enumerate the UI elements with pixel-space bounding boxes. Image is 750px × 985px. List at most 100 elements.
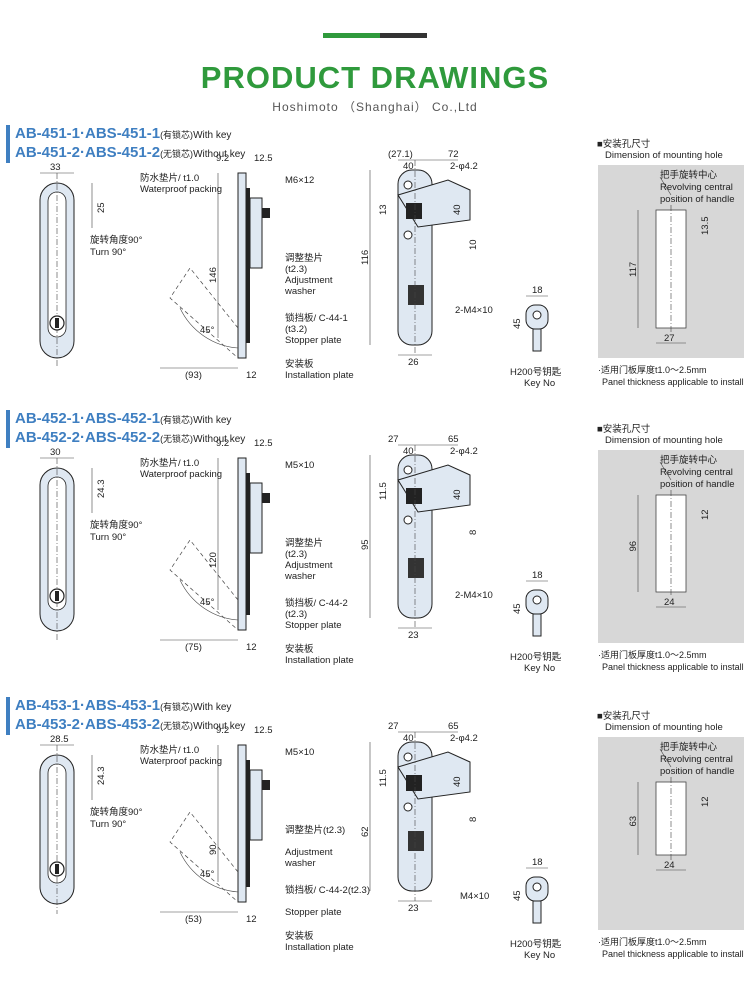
hole-offset-label: 11.5 [378, 482, 389, 500]
center-label-en1: Revolving central [660, 182, 733, 193]
without-key-cn: (无锁芯) [160, 149, 194, 159]
center-label-en1: Revolving central [660, 754, 733, 765]
key-height-label: 45 [512, 318, 523, 329]
with-key-en: With key [193, 702, 232, 713]
swing-arc [179, 579, 239, 621]
key-height-label: 45 [512, 890, 523, 901]
swing-arc [179, 307, 239, 349]
dim-40-label: 40 [403, 733, 414, 744]
top-dim-label: 25 [96, 202, 107, 213]
washer-label-en: washer [285, 571, 316, 582]
key-number-en: Key No [524, 663, 556, 674]
key-ring-hole [532, 595, 542, 605]
key-number-en: Key No [524, 378, 556, 389]
stopper-label: 锁挡板/ C-44-2 [285, 598, 348, 609]
key-number-cn: H200号钥匙 [510, 939, 562, 950]
dim-top1-label: (27.1) [388, 149, 413, 160]
width-dim-label: 28.5 [50, 734, 69, 745]
waterproof-label: 防水垫片/ t1.0 [140, 745, 200, 756]
key-ring-hole [532, 310, 542, 320]
model-code: AB-453-1·ABS-453-1 [15, 697, 161, 714]
with-key-en: With key [193, 130, 232, 141]
dim-top2-label: 65 [448, 434, 459, 445]
mounting-hole-title-en: Dimension of mounting hole [605, 150, 723, 161]
hole-width-label: 27 [664, 333, 675, 344]
total-height-label: 116 [360, 250, 371, 265]
dim-9-2-label: 9.2 [216, 153, 229, 164]
center-label-en2: position of handle [660, 479, 735, 490]
body-housing [249, 197, 263, 269]
hole-height-label: 96 [628, 541, 639, 552]
hole-offset-label: 13 [378, 204, 389, 215]
dim-top1-label: 27 [388, 434, 399, 445]
dim-9-2-label: 9.2 [216, 725, 229, 736]
model-header: AB-451-1·ABS-451-1(有锁芯)With key AB-451-2… [6, 125, 245, 163]
install-label-en: Installation plate [285, 370, 354, 381]
center-label-cn: 把手旋转中心 [660, 455, 718, 466]
front-view-drawing: 28.524.3 [39, 734, 107, 914]
screw-m4-label: 2-M4×10 [455, 590, 493, 601]
panel-note-cn: ·适用门板厚度t1.0～2.5mm [598, 365, 707, 375]
panel-note-en: Panel thickness applicable to install [602, 949, 744, 959]
dim-40-label: 40 [403, 446, 414, 457]
header-accent-bar [323, 33, 427, 38]
adjust-label: 调整垫片 [285, 253, 324, 264]
without-key-en: Without key [193, 721, 246, 732]
mount-hole [403, 515, 413, 525]
mount-hole [403, 230, 413, 240]
key-number-cn: H200号钥匙 [510, 652, 562, 663]
adjust-label: 调整垫片(t2.3) [285, 825, 346, 836]
depth-dim-label: (93) [185, 370, 202, 381]
stopper-label: 锁挡板/ C-44-1 [285, 313, 348, 324]
dim-12-5-label: 12.5 [254, 438, 273, 449]
open-position-outline [169, 539, 239, 631]
hole-offset-label: 13.5 [700, 217, 711, 236]
mount-hole [403, 180, 413, 190]
panel-plate [246, 188, 250, 343]
waterproof-label-en: Waterproof packing [140, 184, 223, 195]
center-label-cn: 把手旋转中心 [660, 170, 718, 181]
total-height-label: 95 [360, 539, 371, 550]
screw-label: M6×12 [285, 175, 315, 186]
body-housing [249, 769, 263, 841]
model-header: AB-453-1·ABS-453-1(有锁芯)With key AB-453-2… [6, 697, 245, 735]
maker-label-plate [408, 831, 424, 851]
stopper-label: 锁挡板/ C-44-2(t2.3) [285, 885, 370, 896]
center-label-en2: position of handle [660, 194, 735, 205]
center-label-cn: 把手旋转中心 [660, 742, 718, 753]
mounting-hole-title-en: Dimension of mounting hole [605, 722, 723, 733]
model-without-key: AB-453-2·ABS-453-2(无锁芯)Without key [15, 716, 245, 735]
screw-label: M5×10 [285, 460, 315, 471]
mount-hole [403, 752, 413, 762]
depth-dim-label: (75) [185, 642, 202, 653]
install-label-en: Installation plate [285, 942, 354, 953]
key-slot [55, 591, 59, 601]
hole-offset-label: 12 [700, 796, 711, 807]
hole-offset-label: 12 [700, 509, 711, 520]
holes-label: 2-φ4.2 [450, 733, 478, 744]
turn-label: 旋转角度90° [90, 235, 143, 246]
key-ring-hole [532, 882, 542, 892]
with-key-cn: (有锁芯) [160, 702, 194, 712]
panel-note-cn: ·适用门板厚度t1.0～2.5mm [598, 650, 707, 660]
mounting-hole-title: ■安装孔尺寸 [597, 711, 651, 722]
without-key-cn: (无锁芯) [160, 721, 194, 731]
dim-top2-label: 65 [448, 721, 459, 732]
waterproof-label-en: Waterproof packing [140, 756, 223, 767]
model-code: AB-452-1·ABS-452-1 [15, 410, 161, 427]
maker-label-plate [408, 285, 424, 305]
model-code: AB-451-1·ABS-451-1 [15, 125, 161, 142]
model-without-key: AB-451-2·ABS-451-2(无锁芯)Without key [15, 144, 245, 163]
screw-m4-label: M4×10 [460, 891, 490, 902]
bottom-dim-label: 23 [408, 630, 419, 641]
model-with-key: AB-453-1·ABS-453-1(有锁芯)With key [15, 697, 245, 716]
washer-label-en: washer [285, 858, 316, 869]
height-dim-label: 146 [208, 267, 219, 283]
stopper-label-en: Stopper plate [285, 907, 342, 918]
